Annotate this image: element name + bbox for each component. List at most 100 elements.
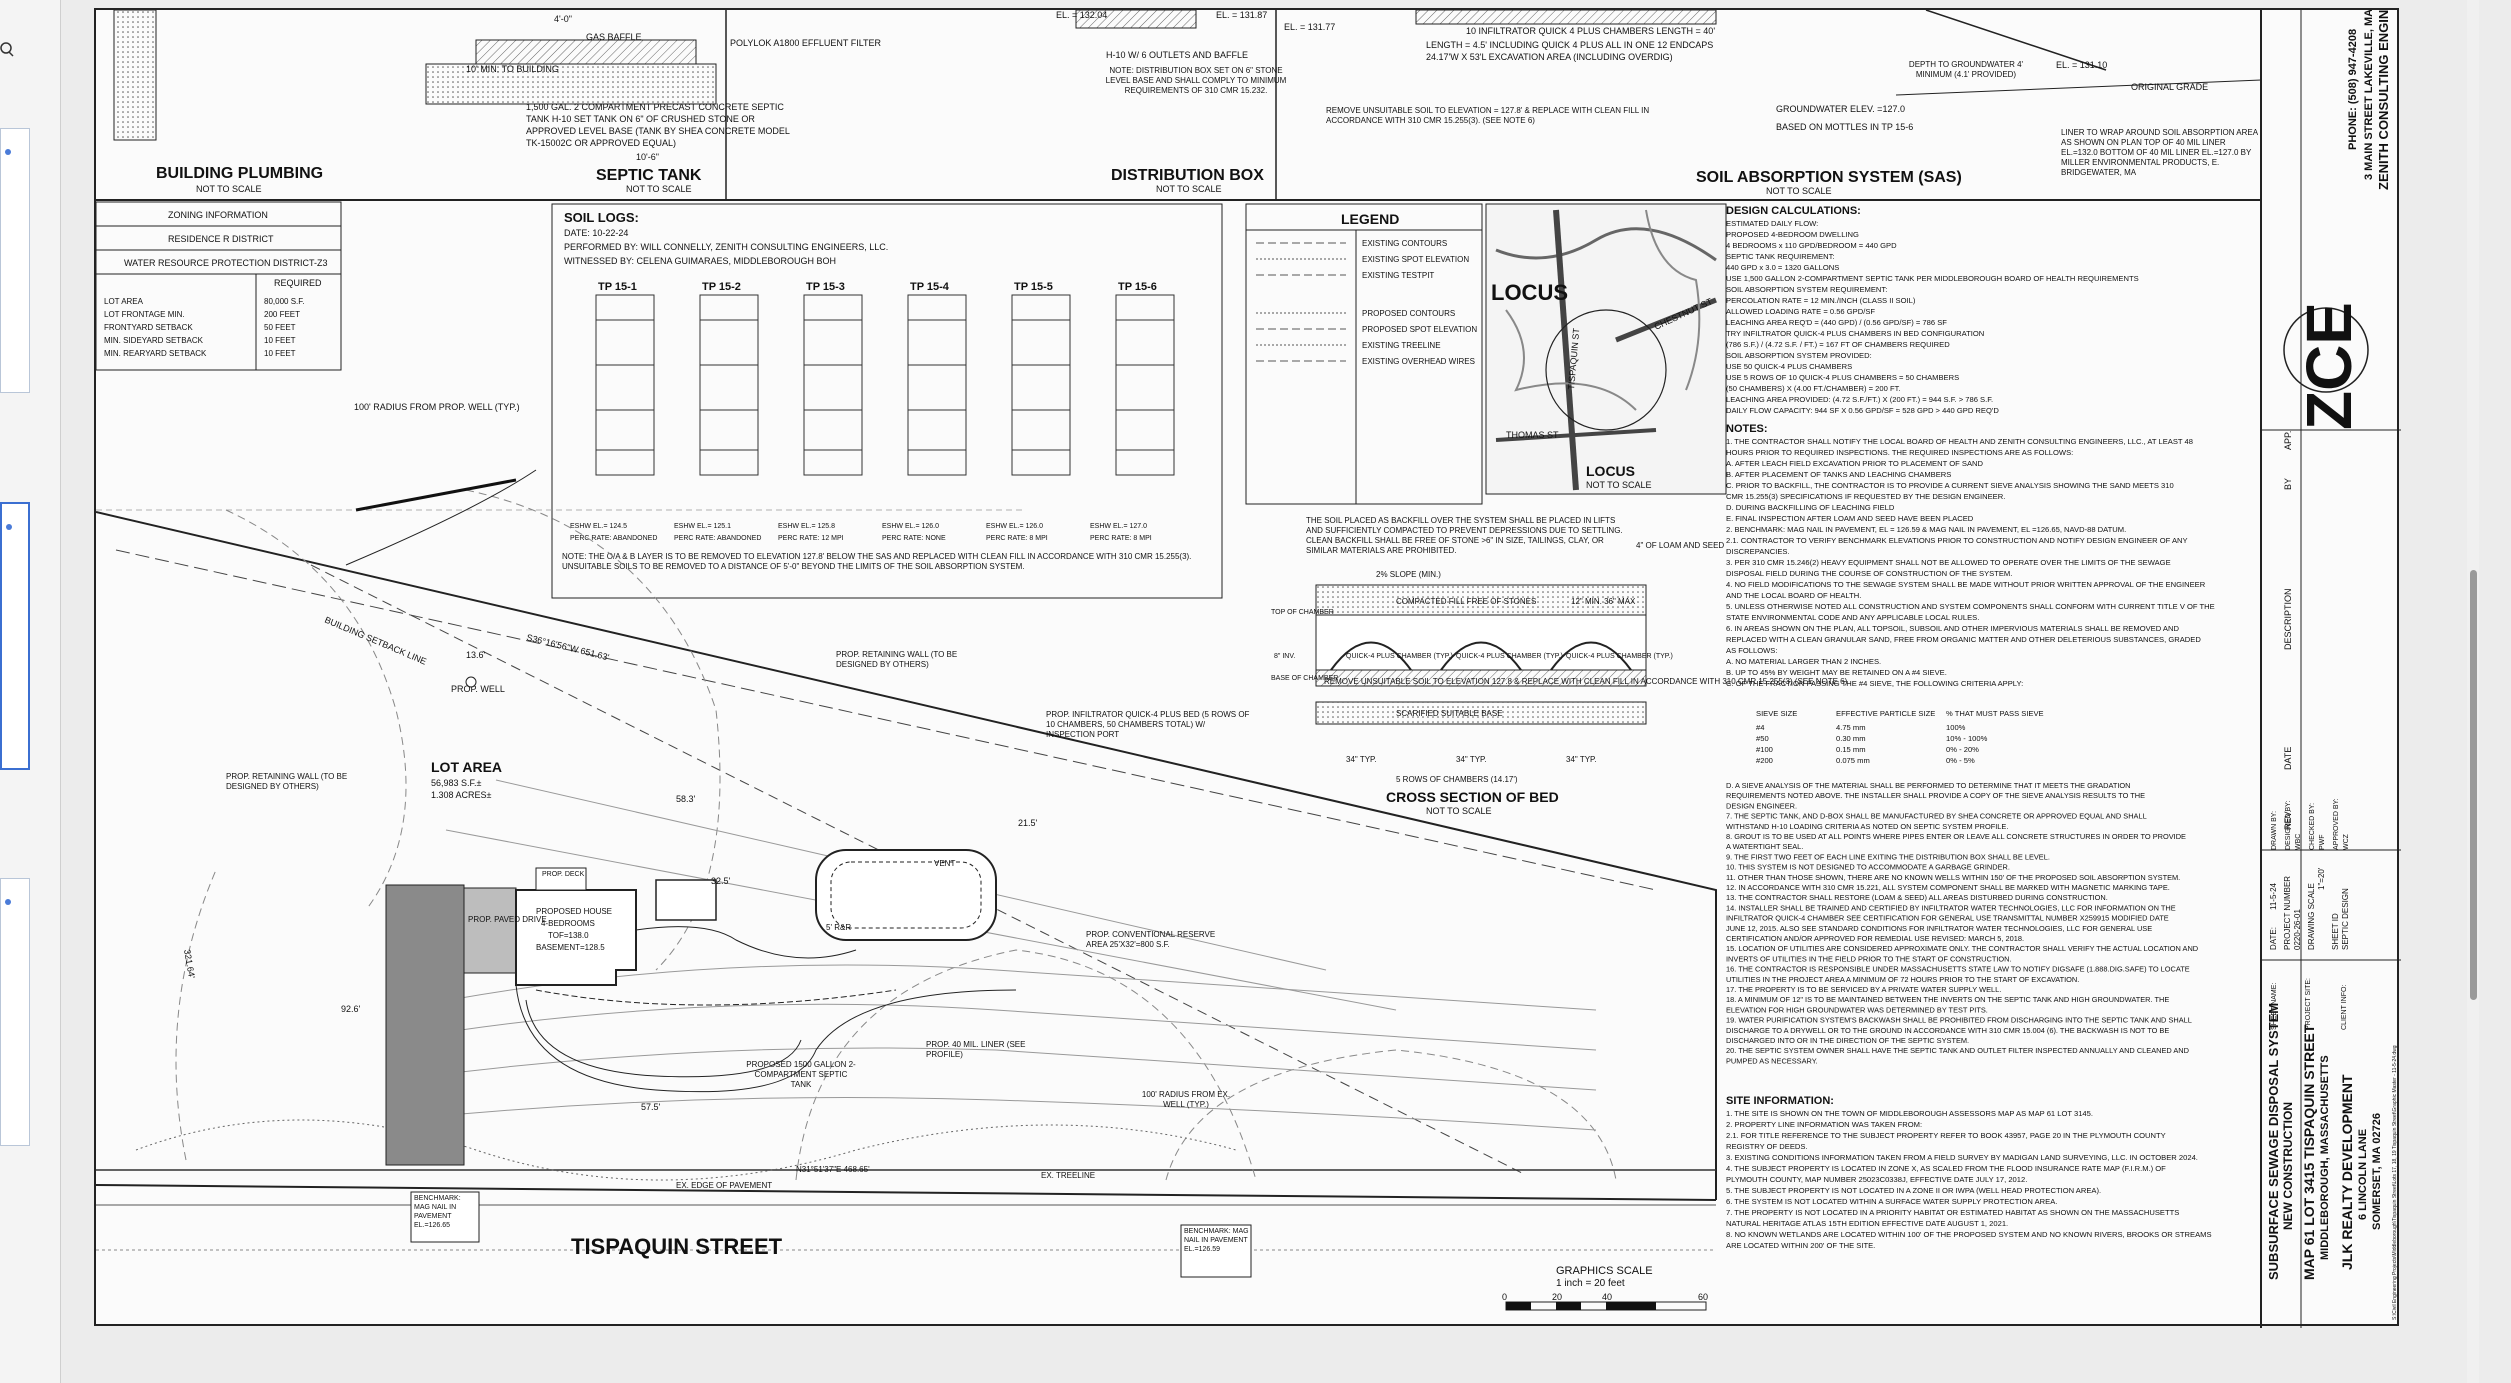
locus-big-label: LOCUS bbox=[1491, 280, 1568, 305]
approved-value: WCZ bbox=[2343, 833, 2350, 850]
soil-pit-column bbox=[595, 294, 655, 476]
soil-pit-id: TP 15-4 bbox=[910, 281, 950, 293]
note-line: 4. NO FIELD MODIFICATIONS TO THE SEWAGE … bbox=[1726, 580, 2206, 589]
gas-baffle-label: GAS BAFFLE bbox=[586, 32, 642, 42]
legend-title: LEGEND bbox=[1341, 211, 1399, 227]
liner-label: PROP. 40 MIL. LINER (SEE PROFILE) bbox=[926, 1040, 1025, 1059]
note-line: INVERTS OF UTILITIES IN THE FIELD PRIOR … bbox=[1726, 954, 2012, 963]
scale-tick-0: 0 bbox=[1502, 1292, 1507, 1302]
note-line: 1. THE CONTRACTOR SHALL NOTIFY THE LOCAL… bbox=[1726, 437, 2193, 446]
sheet-id-label: SHEET ID bbox=[2331, 913, 2340, 950]
backfill-note: THE SOIL PLACED AS BACKFILL OVER THE SYS… bbox=[1306, 516, 1623, 555]
note-line: A WATERTIGHT SEAL. bbox=[1726, 842, 1803, 851]
page-marker-icon bbox=[5, 899, 11, 905]
sieve-cell: 100% bbox=[1946, 723, 1966, 732]
note-line: WITHSTAND H-10 LOADING CRITERIA AS NOTED… bbox=[1726, 822, 2008, 831]
note-line: ELEVATION FOR HIGH GROUNDWATER WAS DETER… bbox=[1726, 1005, 1988, 1014]
soil-pit-perc: PERC RATE: 12 MPI bbox=[778, 535, 844, 542]
note-line: C. OF THE FRACTION PASSING THE #4 SIEVE,… bbox=[1726, 679, 2023, 688]
note-line: INFILTRATOR QUICK-4 CHAMBER SEE CERTIFIC… bbox=[1726, 914, 2169, 923]
note-line: 19. WATER PURIFICATION SYSTEM'S BACKWASH… bbox=[1726, 1016, 2192, 1025]
soil-pit-perc: PERC RATE: 8 MPI bbox=[986, 535, 1048, 542]
client-city: SOMERSET, MA 02726 bbox=[2371, 1113, 2383, 1230]
soil-pit-perc: PERC RATE: NONE bbox=[882, 535, 946, 542]
page-thumbnail-3[interactable] bbox=[0, 878, 30, 1146]
to-building-label: 10' MIN. TO BUILDING bbox=[466, 64, 559, 74]
zoning-row-label: MIN. SIDEYARD SETBACK bbox=[104, 336, 204, 345]
soil-pit-eshw: ESHW EL.= 126.0 bbox=[986, 523, 1043, 530]
site-info-line: PLYMOUTH COUNTY, MAP NUMBER 25023C0338J,… bbox=[1726, 1175, 2027, 1184]
note-line: 9. THE FIRST TWO FEET OF EACH LINE EXITI… bbox=[1726, 852, 2050, 861]
soil-pit-id: TP 15-2 bbox=[702, 281, 741, 293]
note-line: HOURS PRIOR TO REQUIRED INSPECTIONS. THE… bbox=[1726, 448, 2073, 457]
date-label: DATE: bbox=[2269, 927, 2278, 950]
soil-pit-id: TP 15-5 bbox=[1014, 281, 1053, 293]
note-line: CERTIFICATION AND/OR APPROVED FOR REMEDI… bbox=[1726, 934, 2024, 943]
radius-ex-label: 100' RADIUS FROM EX. WELL (TYP.) bbox=[1142, 1090, 1230, 1109]
note-line: 12. IN ACCORDANCE WITH 310 CMR 15.221, A… bbox=[1726, 883, 2170, 892]
soil-pit-column bbox=[907, 294, 967, 476]
top-chamber-label: TOP OF CHAMBER bbox=[1271, 609, 1334, 616]
scrollbar-thumb[interactable] bbox=[2470, 570, 2477, 1000]
zoning-row-label: FRONTYARD SETBACK bbox=[104, 323, 193, 332]
prop-well-label: PROP. WELL bbox=[451, 684, 505, 694]
zoning-row-label: LOT AREA bbox=[104, 297, 144, 306]
note-line: 8. GROUT IS TO BE USED AT ALL POINTS WHE… bbox=[1726, 832, 2186, 841]
note-line: 6. IN AREAS SHOWN ON THE PLAN, ALL TOPSO… bbox=[1726, 624, 2179, 633]
soil-pit-column bbox=[699, 294, 759, 476]
cross-section-title: CROSS SECTION OF BED bbox=[1386, 789, 1559, 805]
graphic-scale-title: GRAPHICS SCALE bbox=[1556, 1265, 1653, 1277]
sas-title: SOIL ABSORPTION SYSTEM (SAS) bbox=[1696, 169, 1962, 186]
zoom-icon[interactable] bbox=[0, 38, 24, 62]
note-line: A. AFTER LEACH FIELD EXCAVATION PRIOR TO… bbox=[1726, 459, 1983, 468]
checked-value: PWF bbox=[2319, 834, 2326, 850]
date-value: 11-5-24 bbox=[2269, 882, 2278, 910]
client-info-label: CLIENT INFO: bbox=[2341, 985, 2348, 1030]
proj-no-label: PROJECT NUMBER bbox=[2283, 876, 2292, 950]
zoning-title: ZONING INFORMATION bbox=[168, 210, 268, 220]
dbox-note: H-10 W/ 6 OUTLETS AND BAFFLE bbox=[1106, 50, 1248, 60]
dim-3: 21.5' bbox=[1018, 818, 1038, 828]
description-header: DESCRIPTION bbox=[2283, 588, 2293, 650]
file-path: S:\Civil Engineering Projects\Middleboro… bbox=[2392, 1045, 2398, 1320]
dbox-note-2: NOTE: DISTRIBUTION BOX SET ON 6" STONE L… bbox=[1106, 66, 1287, 95]
sas-elev: EL. = 131.77 bbox=[1284, 22, 1335, 32]
designed-label: DESIGNED BY: bbox=[2285, 801, 2292, 850]
app-header: APP. bbox=[2283, 431, 2293, 450]
legend-item-label: EXISTING TESTPIT bbox=[1362, 271, 1434, 280]
sas-note-3: 24.17'W X 53'L EXCAVATION AREA (INCLUDIN… bbox=[1426, 52, 1673, 62]
sieve-header: SIEVE SIZE bbox=[1756, 709, 1797, 718]
page-thumbnail-2[interactable] bbox=[0, 502, 30, 770]
radius-well-label: 100' RADIUS FROM PROP. WELL (TYP.) bbox=[354, 402, 520, 412]
scarified-label: SCARIFIED SUITABLE BASE bbox=[1396, 709, 1503, 718]
proj-no-value: 0220-26-01 bbox=[2293, 909, 2302, 950]
note-line: 2.1. CONTRACTOR TO VERIFY BENCHMARK ELEV… bbox=[1726, 536, 2188, 545]
reserve-label: PROP. CONVENTIONAL RESERVE AREA 25'X32'=… bbox=[1086, 930, 1215, 949]
note-line: DISCREPANCIES. bbox=[1726, 547, 1790, 556]
soil-pit-column bbox=[1115, 294, 1175, 476]
scale-tick-60: 60 bbox=[1698, 1292, 1708, 1302]
treeline-label: EX. TREELINE bbox=[1041, 1171, 1095, 1180]
design-calc-line: DAILY FLOW CAPACITY: 944 SF X 0.56 GPD/S… bbox=[1726, 406, 1999, 415]
site-info-line: 6. THE SYSTEM IS NOT LOCATED WITHIN A SU… bbox=[1726, 1197, 2057, 1206]
zoning-required: REQUIRED bbox=[274, 278, 322, 288]
edge-label: EX. EDGE OF PAVEMENT bbox=[676, 1181, 772, 1190]
note-line: 15. LOCATION OF UTILITIES ARE CONSIDERED… bbox=[1726, 944, 2198, 953]
cross-section: THE SOIL PLACED AS BACKFILL OVER THE SYS… bbox=[1271, 516, 1848, 816]
firm-phone: PHONE: (508) 947-4208 bbox=[2347, 29, 2359, 150]
note-line: C. PRIOR TO BACKFILL, THE CONTRACTOR IS … bbox=[1726, 481, 2174, 490]
soil-pit-id: TP 15-3 bbox=[806, 281, 845, 293]
by-header: BY bbox=[2283, 478, 2293, 490]
dbox-elev-2: EL. = 131.87 bbox=[1216, 10, 1267, 20]
note-line: 11. OTHER THAN THOSE SHOWN, THERE ARE NO… bbox=[1726, 873, 2180, 882]
note-line: DISCHARGE TO A DRYWELL OR TO THE GROUND … bbox=[1726, 1026, 2169, 1035]
page-thumbnail-1[interactable] bbox=[0, 128, 30, 393]
lot-acres: 1.308 ACRES± bbox=[431, 790, 492, 800]
typ-label: 34" TYP. bbox=[1456, 755, 1487, 764]
site-info-line: 1. THE SITE IS SHOWN ON THE TOWN OF MIDD… bbox=[1726, 1109, 2093, 1118]
sas-note-1: 10 INFILTRATOR QUICK 4 PLUS CHAMBERS LEN… bbox=[1466, 26, 1715, 36]
soil-pit-id: TP 15-1 bbox=[598, 281, 637, 293]
soil-logs-title: SOIL LOGS: bbox=[564, 210, 639, 225]
sieve-cell: #4 bbox=[1756, 723, 1764, 732]
